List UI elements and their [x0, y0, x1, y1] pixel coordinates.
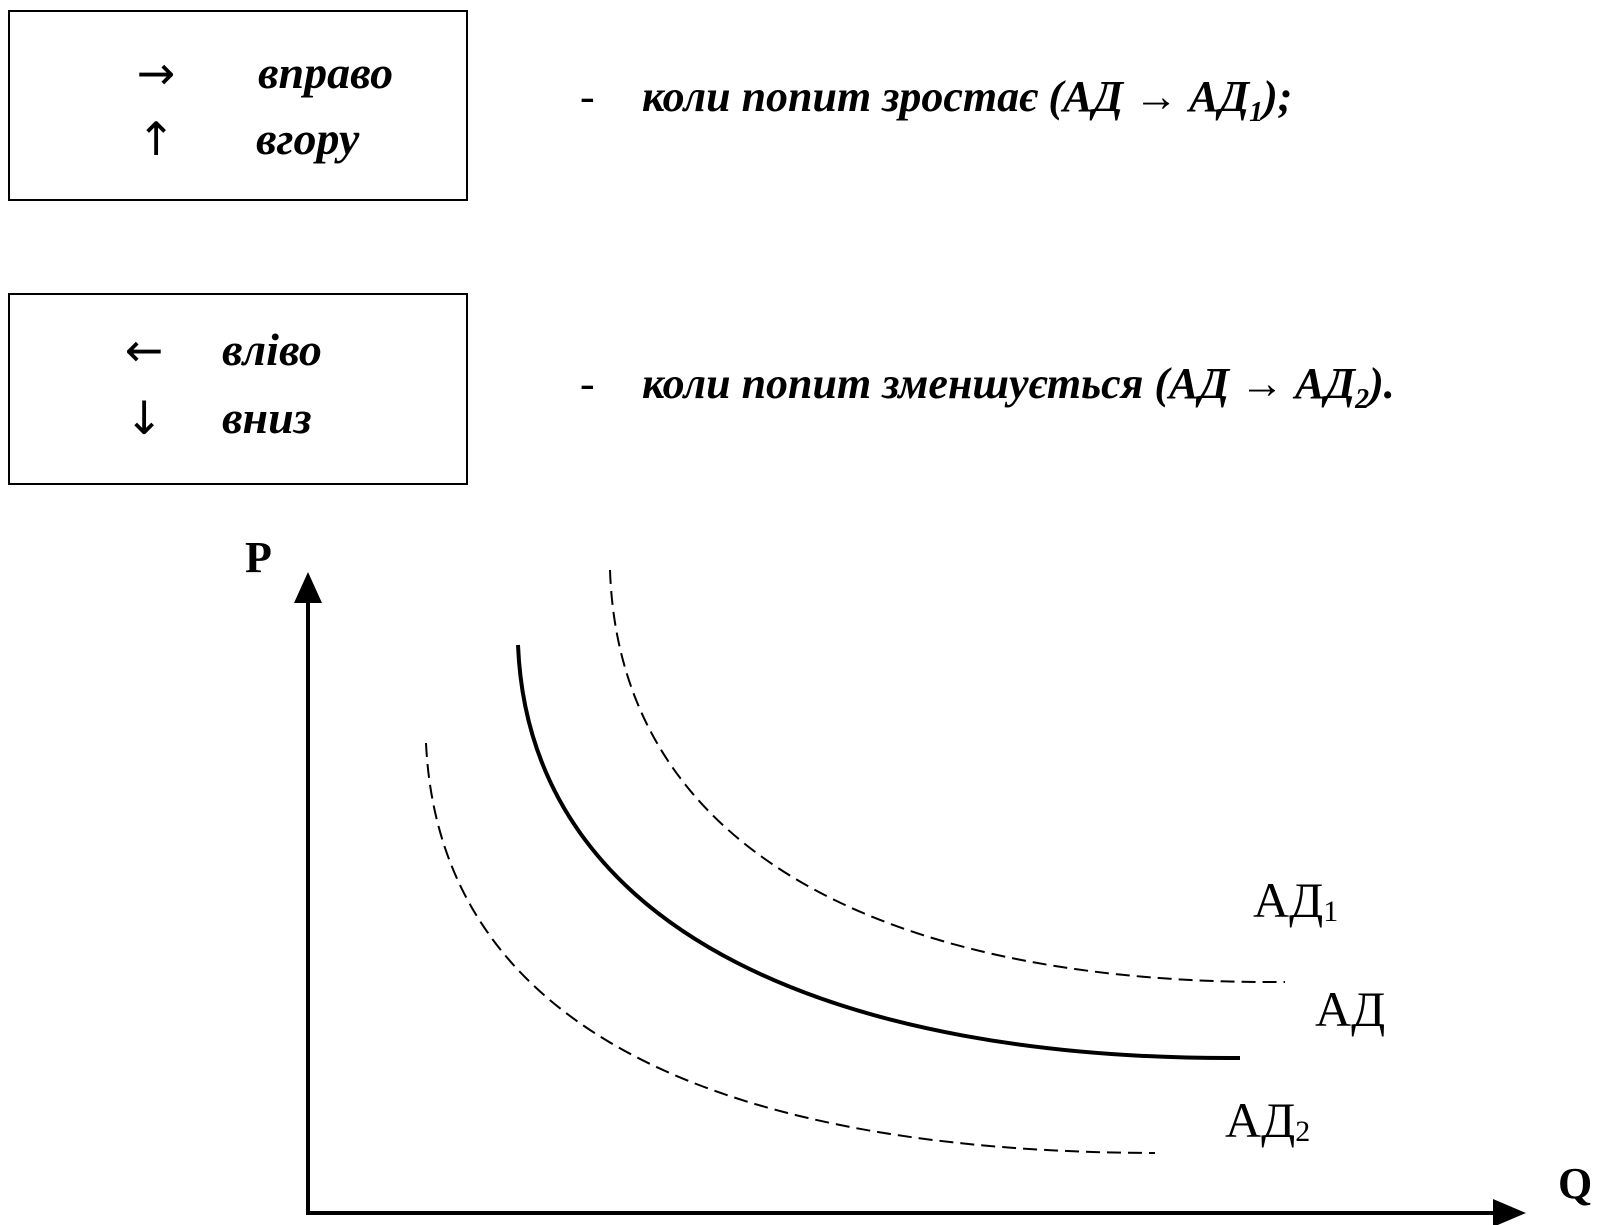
decrease-target: АД: [1284, 359, 1356, 408]
increase-tail: );: [1263, 72, 1293, 121]
dash: -: [580, 359, 595, 408]
row-down: ↓ вниз: [114, 391, 312, 445]
decrease-statement: -коли попит зменшується (АД → АД2).: [580, 362, 1395, 414]
arrow-right-icon: →: [1240, 359, 1285, 408]
x-axis-label: Q: [1558, 1159, 1592, 1208]
decrease-text: коли попит зменшується (АД: [642, 359, 1241, 408]
increase-statement: -коли попит зростає (АД → АД1);: [580, 75, 1292, 127]
row-right: → вправо: [126, 46, 394, 100]
arrow-down-icon: ↓: [124, 391, 164, 445]
curve-ad: [516, 644, 1241, 1061]
row-up: ↑ вгору: [126, 112, 360, 166]
arrow-left-icon: ←: [124, 323, 164, 377]
shift-increase-box: → вправо ↑ вгору: [8, 10, 468, 201]
arrow-right-icon: →: [136, 46, 176, 100]
word-down: вниз: [222, 392, 312, 443]
decrease-target-sub: 2: [1355, 383, 1370, 415]
curve-label-ad2: АД2: [1225, 1092, 1310, 1148]
y-axis-arrowhead: [294, 572, 322, 603]
curve-label-ad: АД: [1315, 981, 1385, 1037]
word-left: вліво: [222, 324, 322, 375]
x-axis-arrowhead: [1493, 1199, 1526, 1225]
increase-target-sub: 1: [1249, 96, 1264, 128]
decrease-tail: ).: [1369, 359, 1395, 408]
arrow-right-icon: →: [1134, 72, 1179, 121]
arrow-up-icon: ↑: [136, 112, 176, 166]
row-left: ← вліво: [114, 323, 322, 377]
increase-target: АД: [1178, 72, 1250, 121]
curve-label-ad1: АД1: [1253, 872, 1338, 928]
curve-ad2: [425, 742, 1156, 1154]
word-right: вправо: [258, 47, 394, 98]
shift-decrease-box: ← вліво ↓ вниз: [8, 293, 468, 485]
dash: -: [580, 72, 595, 121]
y-axis-label: P: [245, 533, 272, 582]
word-up: вгору: [256, 113, 360, 164]
increase-text: коли попит зростає (АД: [642, 72, 1135, 121]
curve-ad1: [609, 569, 1286, 984]
